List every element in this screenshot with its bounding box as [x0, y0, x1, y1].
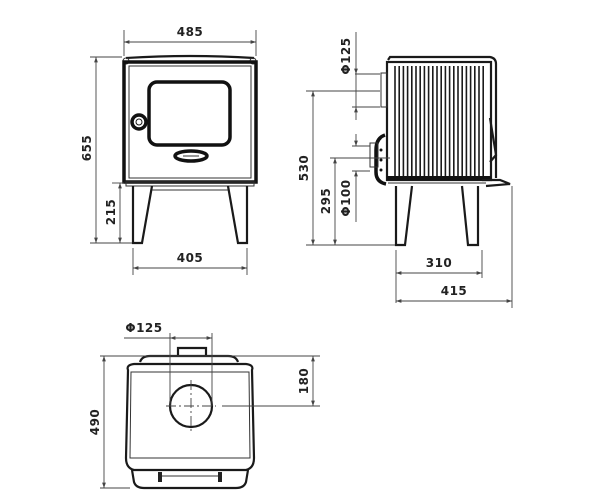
label-leg-height: 215 [104, 199, 118, 226]
stove-top-body [124, 346, 256, 490]
side-view: Φ125 530 295 Φ100 310 [297, 32, 513, 308]
label-rear-flue-height: 295 [319, 188, 333, 215]
label-flue-center-offset: 180 [297, 368, 311, 395]
label-leg-depth-spacing: 310 [426, 256, 453, 270]
door-glass-window [147, 80, 232, 147]
top-view: Φ125 180 490 [88, 321, 320, 490]
stove-side-body [369, 55, 511, 188]
door-handle-icon [130, 113, 148, 131]
dimension-overall-height: 655 [80, 56, 132, 244]
dimension-top-overall-depth: 490 [88, 356, 130, 489]
top-flue-outlet [166, 380, 216, 432]
dimension-top-view-flue-diameter: Φ125 [124, 321, 213, 406]
air-control-slot [173, 149, 209, 163]
label-top-flue-height: 530 [297, 155, 311, 182]
dimension-rear-flue-diameter: Φ100 [339, 134, 370, 222]
front-legs [131, 185, 249, 245]
dimension-top-flue-diameter: Φ125 [339, 32, 380, 120]
label-overall-width: 485 [177, 25, 204, 39]
dimension-overall-depth: 415 [396, 186, 513, 308]
dimension-leg-depth-spacing: 310 [395, 250, 483, 303]
stove-front-body [122, 54, 258, 187]
dimension-overall-width: 485 [123, 25, 257, 56]
label-rear-flue-diameter: Φ100 [339, 179, 353, 216]
dimension-rear-flue-height: 295 [319, 157, 390, 245]
side-legs [394, 185, 480, 247]
label-top-view-flue-diameter: Φ125 [125, 321, 162, 335]
label-side-overall-depth: 415 [441, 284, 468, 298]
dimension-top-flue-height: 530 [297, 90, 395, 246]
label-top-overall-depth: 490 [88, 409, 102, 436]
label-top-flue-diameter: Φ125 [339, 37, 353, 74]
dimension-leg-spacing: 405 [132, 248, 248, 275]
front-view: 485 655 215 405 [80, 25, 258, 275]
dimension-leg-height: 215 [104, 182, 124, 243]
label-overall-height: 655 [80, 135, 94, 162]
label-leg-spacing: 405 [177, 251, 204, 265]
dimension-flue-center-offset: 180 [100, 355, 320, 407]
